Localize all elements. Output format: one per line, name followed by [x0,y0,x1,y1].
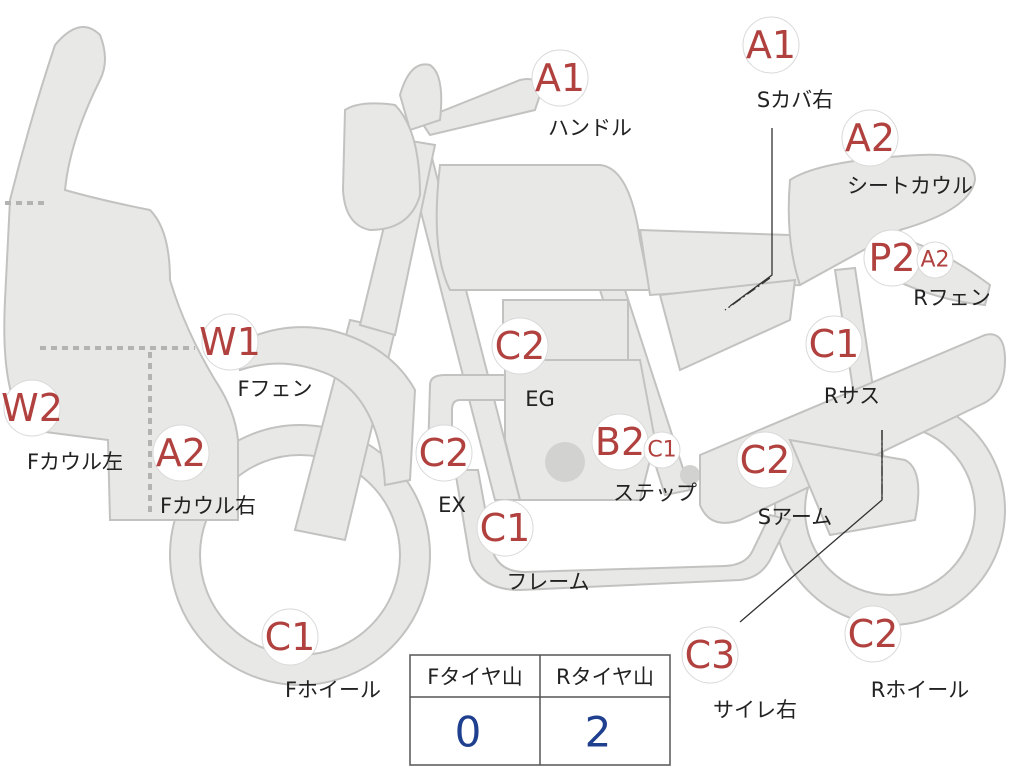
grade-badge-circle [415,424,473,482]
grade-badge: A1 [535,56,585,100]
front-wheel-shape [170,425,430,685]
grade-badge-circle [152,424,210,482]
grade-badge: W1 [199,320,261,364]
grade-badge: A2 [845,116,895,160]
grade-badge-circle [476,499,534,557]
front-tire-header: Fタイヤ山 [427,665,522,689]
grade-badge-circle [681,626,739,684]
grade-badge: C2 [495,324,546,368]
part-silencer-r: C3 サイレ右 [681,626,797,722]
grade-badge-circle [742,16,800,74]
grade-badge-circle [261,608,319,666]
grade-badge-secondary: C1 [647,438,676,463]
grade-badge: P2 [868,236,915,280]
part-seat-cowl: A2 シートカウル [841,109,973,198]
part-label: サイレ右 [713,698,797,722]
part-label: ハンドル [548,116,632,140]
rear-tire-value: 2 [585,708,612,757]
rear-tire-header: Rタイヤ山 [556,665,654,689]
grade-badge-secondary-circle [643,431,681,469]
front-tire-value: 0 [455,708,482,757]
part-label: Fカウル右 [160,494,256,518]
part-label: Fホイール [285,678,381,702]
part-label: ステップ [613,481,697,505]
grade-badge-circle [491,317,549,375]
grade-badge: A1 [746,23,796,67]
part-handle: A1 ハンドル [531,49,632,140]
part-label: Fフェン [237,377,312,401]
grade-badge: C1 [480,506,531,550]
silencer-shape [788,438,920,537]
grade-badge: A2 [156,431,206,475]
grade-badge: B2 [595,420,645,464]
grade-badge: C3 [685,633,736,677]
part-label: Sアーム [758,505,832,529]
grade-badge: W2 [1,386,63,430]
grade-badge-circle [3,379,61,437]
headlight-shape [341,102,422,232]
grade-badge: C2 [740,438,791,482]
side-cover-shape [658,278,797,372]
leader-lines [724,128,883,623]
part-label: フレーム [506,570,589,594]
frame-shape [453,469,792,592]
grade-badge: C2 [419,431,470,475]
part-label: シートカウル [847,174,973,198]
grade-badge-secondary: A2 [920,248,949,273]
motorcycle-silhouette [3,26,1007,686]
grade-badge-circle [201,313,259,371]
part-label: Rホイール [871,678,970,702]
tire-table: Fタイヤ山 Rタイヤ山 0 2 [409,654,671,766]
part-label: EX [438,493,466,517]
front-fender-shape [233,326,417,487]
part-frame: C1 フレーム [476,499,590,594]
part-label: Sカバ右 [757,88,833,112]
grade-badge: C1 [809,322,860,366]
grade-badge-circle [841,109,899,167]
grade-badge: C2 [848,612,899,656]
grade-badge-circle [844,605,902,663]
fuel-tank-shape [435,164,652,291]
front-cowl-shape [3,26,239,521]
grade-badge-circle [805,315,863,373]
grade-badge: C1 [265,615,316,659]
part-label: EG [525,387,555,411]
part-label: Fカウル左 [27,450,123,474]
grade-badge-circle [736,431,794,489]
grade-badge-secondary-circle [916,241,954,279]
grade-badge-circle [531,49,589,107]
part-label: Rフェン [913,286,991,310]
part-label: Rサス [824,384,880,408]
